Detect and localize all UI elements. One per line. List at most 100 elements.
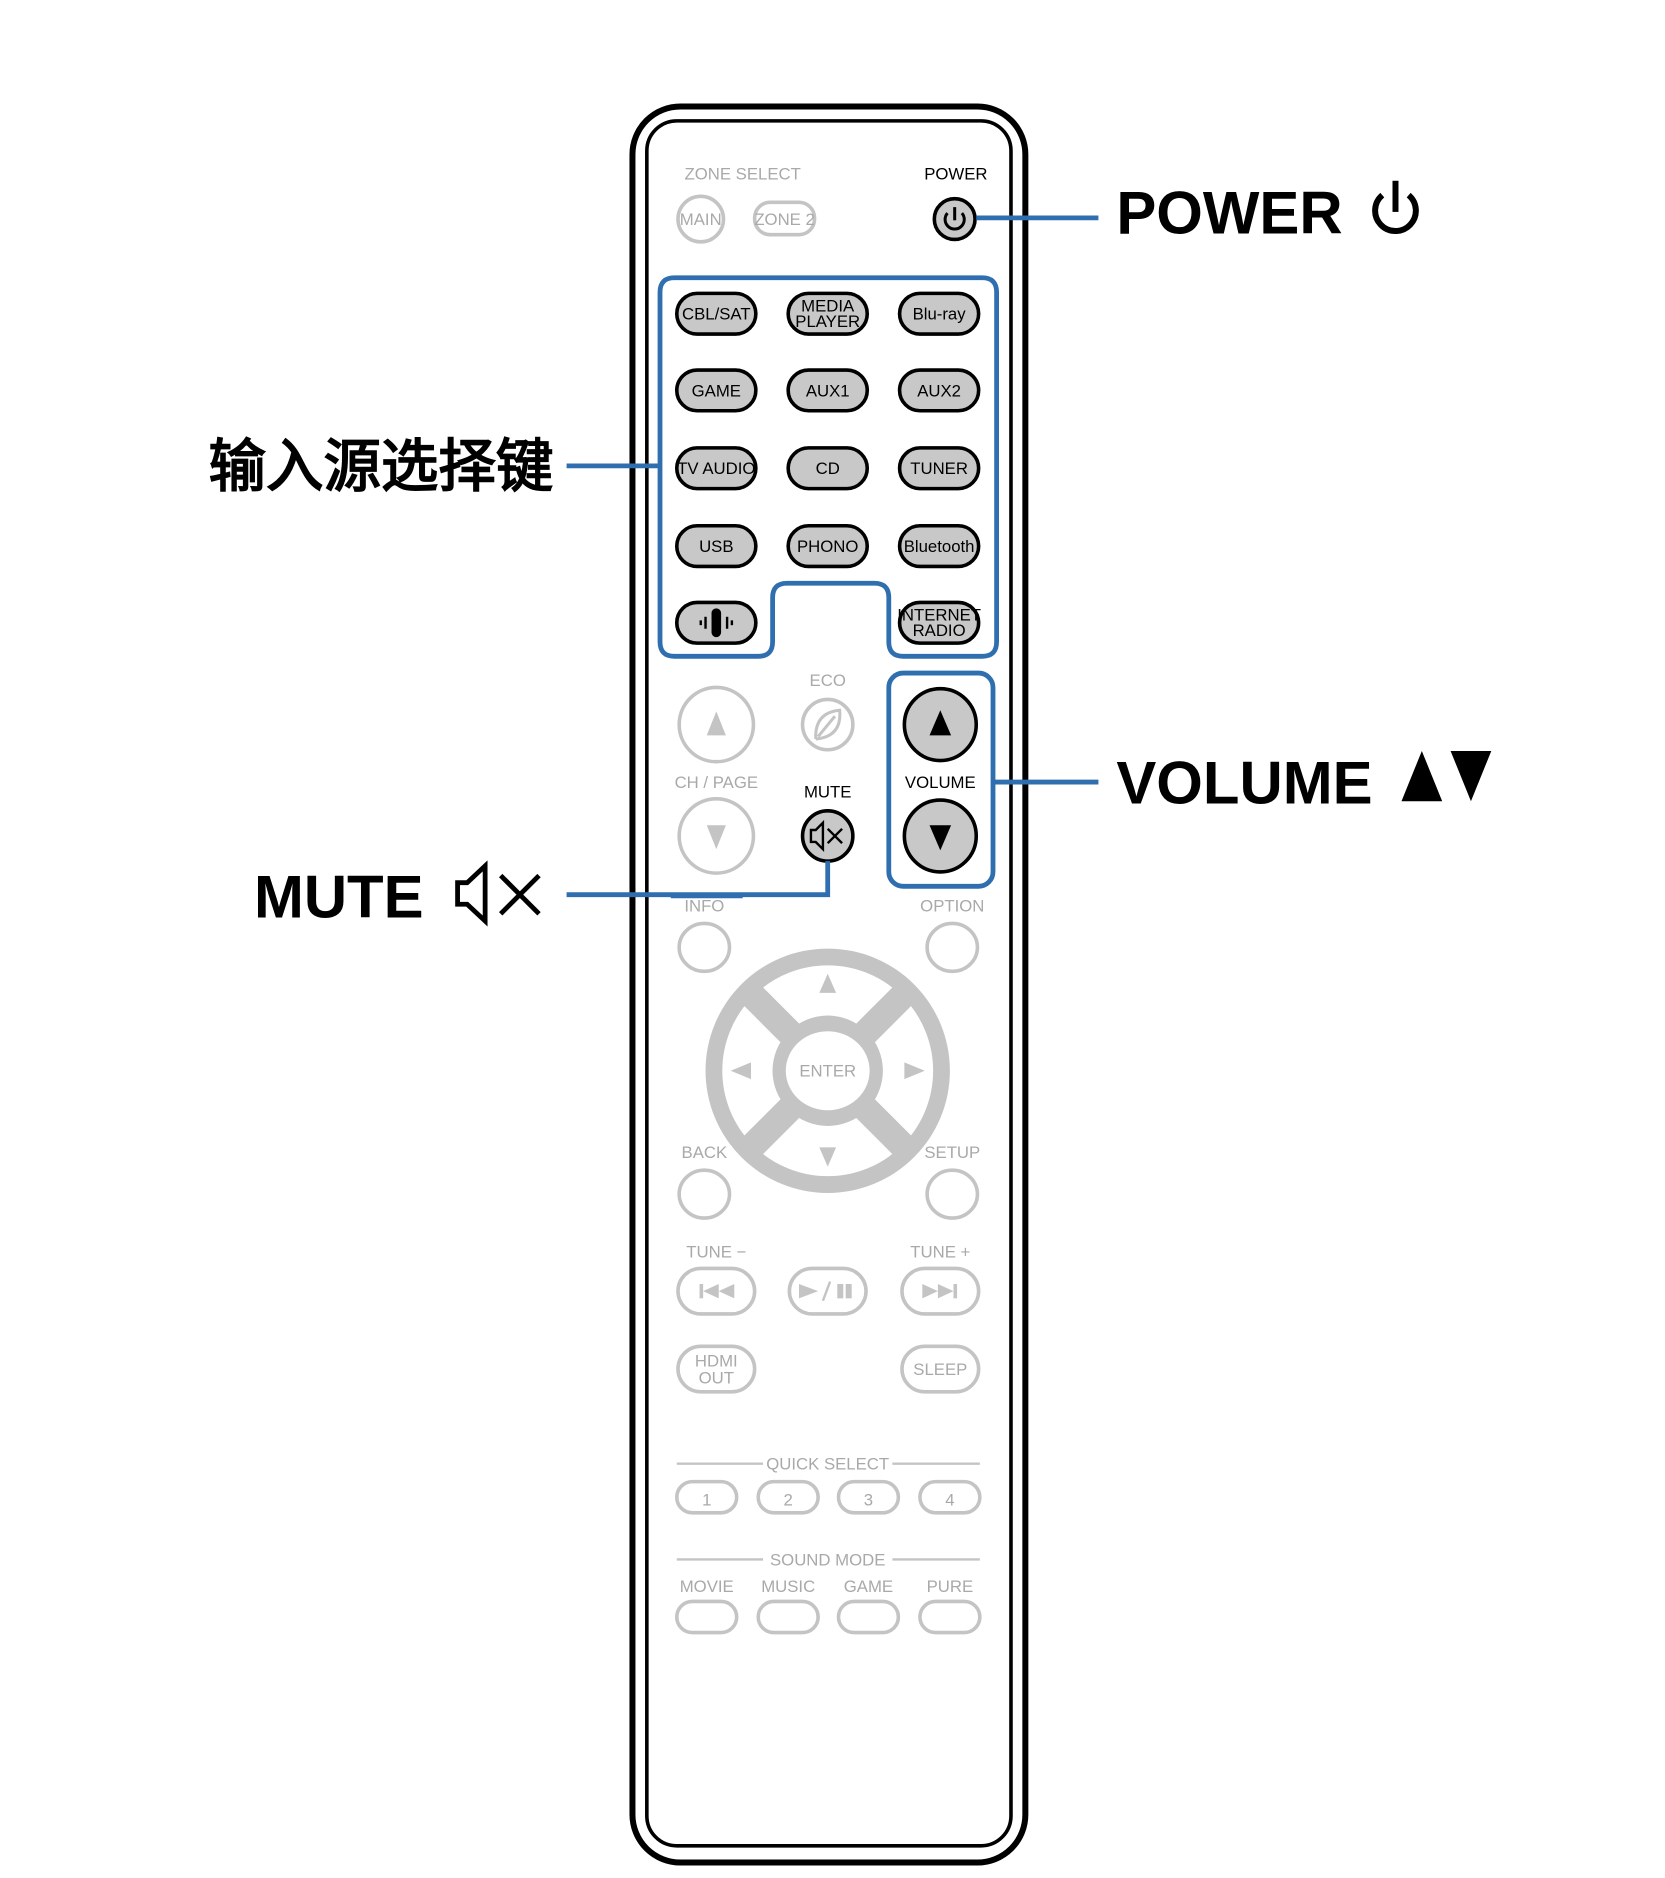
input-button-game[interactable]: GAME (674, 368, 758, 413)
sound-mode-label: GAME (844, 1577, 893, 1596)
input-button-cd[interactable]: CD (786, 446, 870, 491)
power-label: POWER (924, 165, 987, 184)
ch-page-label: CH / PAGE (675, 773, 758, 792)
input-label: PLAYER (795, 312, 860, 331)
option-button[interactable] (925, 921, 980, 974)
zone2-label: ZONE 2 (754, 210, 815, 229)
info-label: INFO (684, 896, 724, 915)
hdmi-out-button[interactable]: HDMI OUT (676, 1344, 757, 1394)
previous-button[interactable] (676, 1266, 757, 1316)
down-arrow-icon (706, 825, 726, 850)
mute-label: MUTE (804, 783, 851, 802)
input-label: INTERNET (897, 605, 981, 624)
tune-minus-label: TUNE − (686, 1243, 746, 1262)
sound-mode-game-button[interactable] (836, 1599, 901, 1635)
skip-forward-icon (922, 1283, 958, 1299)
quick-select-4-button[interactable]: 4 (918, 1479, 982, 1515)
input-button-tv-audio[interactable]: TV AUDIO (674, 446, 758, 491)
quick-select-number: 3 (864, 1491, 873, 1510)
enter-button[interactable]: ENTER (785, 1031, 870, 1111)
input-label: MEDIA (801, 296, 855, 315)
input-button-cbl-sat[interactable]: CBL/SAT (674, 291, 758, 336)
input-label: CD (816, 459, 840, 478)
input-label: AUX1 (806, 381, 850, 400)
down-arrow-icon (819, 1147, 837, 1167)
input-label: RADIO (913, 621, 966, 640)
mute-callout-line (566, 861, 831, 898)
back-button[interactable] (677, 1168, 732, 1220)
skip-back-icon (699, 1283, 735, 1299)
play-pause-button[interactable] (787, 1266, 868, 1316)
input-button-aux1[interactable]: AUX1 (786, 368, 870, 413)
quick-select-number: 2 (784, 1491, 793, 1510)
input-label: TV AUDIO (677, 459, 755, 478)
input-label: AUX2 (917, 381, 961, 400)
remote-inner-body (645, 119, 1013, 1848)
power-callout-icon (1372, 180, 1419, 234)
input-button-tuner[interactable]: TUNER (897, 446, 981, 491)
volume-up-button[interactable] (902, 686, 979, 763)
eco-button[interactable] (800, 697, 855, 752)
input-button-phono[interactable]: PHONO (786, 523, 870, 569)
eco-label: ECO (810, 671, 846, 690)
up-arrow-icon (819, 973, 837, 993)
sleep-button[interactable]: SLEEP (900, 1344, 981, 1394)
hdmi-label: HDMI (695, 1352, 738, 1371)
volume-callout-arrows-icon (1401, 750, 1492, 802)
quick-select-number: 1 (702, 1491, 711, 1510)
ch-up-button[interactable] (677, 685, 756, 764)
mute-callout: MUTE (254, 863, 424, 930)
ch-down-button[interactable] (677, 797, 756, 875)
quick-select-number: 4 (945, 1491, 954, 1510)
back-label: BACK (682, 1143, 728, 1162)
sound-mode-movie-button[interactable] (674, 1599, 739, 1635)
volume-callout: VOLUME (1116, 750, 1372, 817)
mute-icon (809, 819, 843, 853)
play-pause-icon (798, 1281, 852, 1302)
volume-down-button[interactable] (902, 798, 979, 874)
mute-button[interactable] (800, 809, 855, 863)
power-callout: POWER (1116, 179, 1342, 246)
setup-button[interactable] (925, 1168, 980, 1220)
main-button[interactable]: MAIN (676, 194, 726, 244)
zone2-button[interactable]: ZONE 2 (752, 200, 817, 237)
quick-select-label: QUICK SELECT (766, 1455, 889, 1474)
sleep-label: SLEEP (913, 1360, 967, 1379)
up-arrow-icon (706, 711, 726, 736)
left-arrow-icon (730, 1062, 752, 1080)
next-button[interactable] (900, 1266, 981, 1316)
heos-button[interactable] (674, 600, 758, 645)
quick-select-1-button[interactable]: 1 (674, 1479, 739, 1515)
option-label: OPTION (920, 896, 984, 915)
volume-label: VOLUME (905, 773, 976, 792)
sound-mode-pure-button[interactable] (918, 1599, 982, 1635)
input-label: PHONO (797, 537, 858, 556)
input-label: Bluetooth (904, 537, 975, 556)
info-button[interactable] (677, 921, 732, 974)
quick-select-3-button[interactable]: 3 (836, 1479, 901, 1515)
sound-mode-label: SOUND MODE (770, 1550, 885, 1569)
sound-mode-music-button[interactable] (756, 1599, 820, 1635)
input-label: TUNER (910, 459, 968, 478)
remote-outer-body (629, 103, 1029, 1866)
input-label: USB (699, 537, 733, 556)
input-group-highlight (657, 275, 1000, 659)
setup-label: SETUP (924, 1143, 980, 1162)
input-button-bluetooth[interactable]: Bluetooth (897, 523, 981, 569)
quick-select-2-button[interactable]: 2 (756, 1479, 820, 1515)
down-arrow-icon (929, 825, 952, 851)
input-callout: 输入源选择键 (208, 435, 553, 499)
input-button-aux2[interactable]: AUX2 (897, 368, 981, 413)
input-button-blu-ray[interactable]: Blu-ray (897, 291, 981, 336)
up-arrow-icon (929, 710, 952, 736)
input-button-usb[interactable]: USB (674, 523, 758, 569)
sound-mode-label: MOVIE (680, 1577, 734, 1596)
right-arrow-icon (904, 1062, 925, 1080)
tune-plus-label: TUNE + (910, 1243, 970, 1262)
power-button[interactable] (932, 196, 977, 242)
leaf-icon (814, 708, 842, 741)
input-label: Blu-ray (913, 305, 967, 324)
